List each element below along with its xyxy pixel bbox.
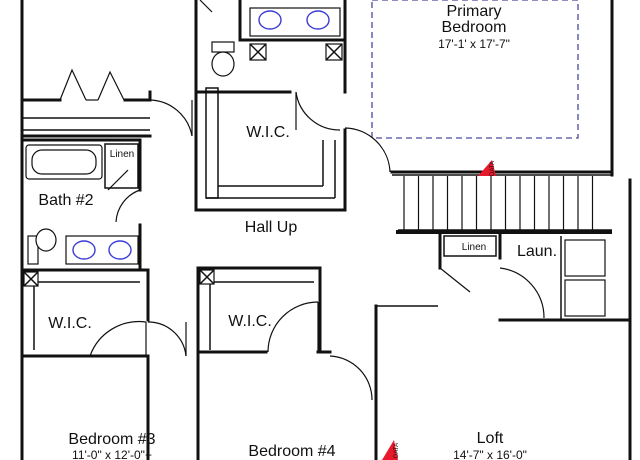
sink-left [72,240,96,260]
primary-bedroom-area [343,0,614,174]
linen-closet-hall [443,235,497,257]
hall-label: Hall Up [245,219,298,236]
data-marker-top: DATA [478,160,496,176]
bifold-door [59,68,125,101]
tub-basin [31,149,97,175]
data-marker-bottom: DATA [382,440,400,460]
washer [564,239,606,277]
wic-bed3-label: W.I.C. [48,315,92,332]
dryer [564,279,606,317]
primary-bath-door [199,0,213,13]
loft-dimensions: 14'-7" x 16'-0" [453,448,527,460]
bath2-area [20,138,150,272]
laundry-closet-door [439,267,471,293]
wic3-door-swing [89,320,147,357]
wic-door-swing [295,91,341,131]
bedroom4-label: Bedroom #4 [248,443,335,460]
bedroom4-door-swing [329,355,373,401]
linen-bath-label: Linen [110,149,134,160]
svg-text:DATA: DATA [394,443,400,458]
bedroom3-label: Bedroom #3 [68,431,155,448]
primary-bath-walls [194,0,347,212]
toilet-bowl [35,228,57,252]
linen-closet-bath [104,143,139,189]
laundry-door-swing [499,267,545,319]
primary-sink-right [306,10,330,30]
wic4-door-swing [267,301,319,353]
toilet-tank [27,235,39,265]
bedroom3-dimensions: 11'-0" x 12'-0"+ [72,448,152,460]
laundry-area [438,232,632,322]
wic-primary-label: W.I.C. [246,124,290,141]
lower-walls [20,266,438,460]
svg-text:DATA: DATA [490,161,496,176]
bath2-door-swing [115,189,141,223]
primary-bedroom-label-line2: Bedroom [442,19,507,36]
bedroom3-door-swing [147,321,187,357]
primary-bedroom-dimensions: 17'-1' x 17'-7" [438,37,510,51]
ceiling-outline [371,0,579,139]
bath2-label: Bath #2 [38,192,93,209]
primary-bedroom-door [344,127,391,173]
sink-right [108,240,132,260]
stair-rail [396,230,612,234]
laundry-label: Laun. [517,243,557,260]
primary-sink-left [258,10,282,30]
staircase [392,174,612,234]
linen-door [107,169,129,191]
primary-bedroom-label-line1: Primary [446,3,501,20]
door-swing [149,99,193,137]
primary-toilet-bowl [211,51,235,77]
linen-hall-label: Linen [462,242,486,253]
loft-label: Loft [477,430,504,447]
primary-toilet-tank [211,41,235,53]
top-left-walls [20,0,198,212]
wic-bed4-label: W.I.C. [228,313,272,330]
